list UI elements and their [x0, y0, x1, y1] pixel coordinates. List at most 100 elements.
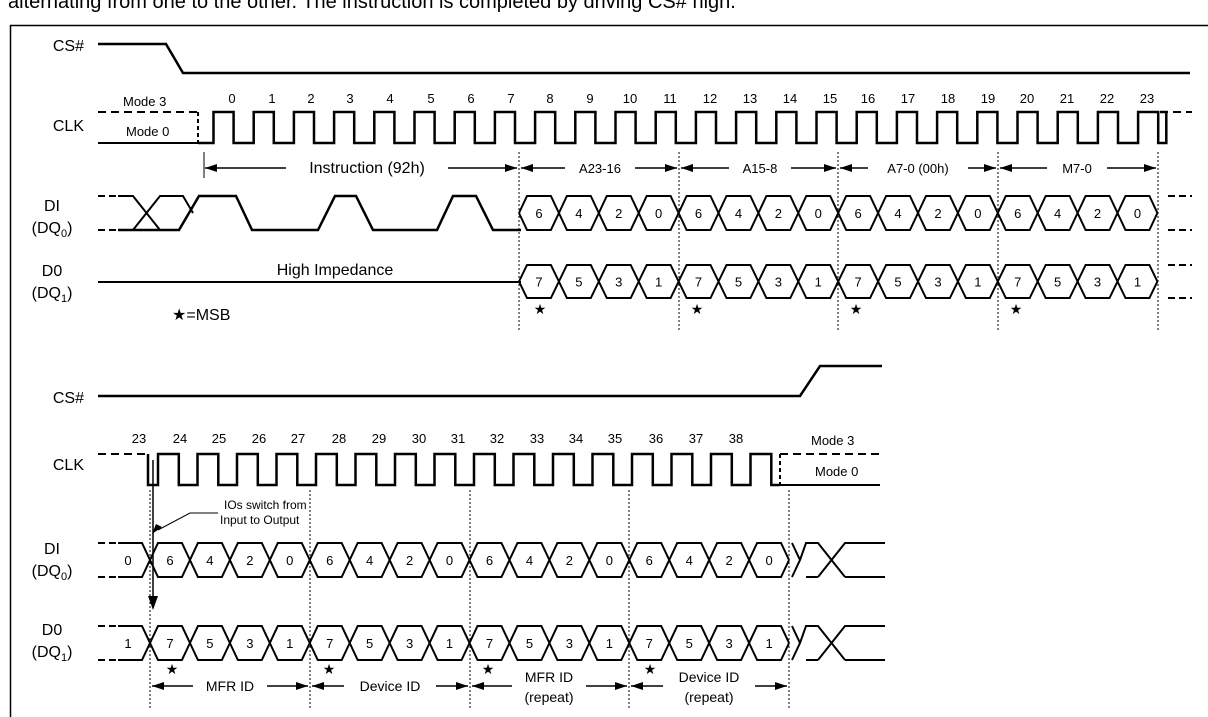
- bottom-segment-arrow-right: [615, 682, 627, 690]
- top-clock-number: 6: [467, 91, 474, 106]
- bottom-clock-number: 28: [332, 431, 346, 446]
- top-clk-pulses: [198, 110, 1168, 145]
- top-clock-number: 10: [623, 91, 637, 106]
- top-segment-label: A7-0 (00h): [887, 161, 948, 176]
- top-do-bit: 3: [1094, 275, 1101, 290]
- bottom-clock-number: 36: [649, 431, 663, 446]
- top-segment-arrow-left: [840, 164, 852, 172]
- top-di-bit: 4: [1054, 206, 1061, 221]
- bottom-do-bit: 5: [366, 636, 373, 651]
- top-clock-number: 2: [307, 91, 314, 106]
- top-segment-label: A15-8: [743, 161, 778, 176]
- top-clock-number: 5: [427, 91, 434, 106]
- bottom-segment-sublabel: (repeat): [684, 689, 733, 705]
- top-clock-number: 9: [586, 91, 593, 106]
- bottom-clock-number: 32: [490, 431, 504, 446]
- top-segment-arrow-right: [1144, 164, 1156, 172]
- bottom-segment-arrow-left: [631, 682, 643, 690]
- top-clock-number: 23: [1140, 91, 1154, 106]
- bottom-di-bit: 4: [526, 553, 533, 568]
- top-cs-waveform: [98, 42, 1190, 75]
- top-di-bit: 2: [1094, 206, 1101, 221]
- io-switch-label-line1: IOs switch from: [224, 498, 307, 512]
- top-clock-number: 0: [228, 91, 235, 106]
- io-switch-leader: [157, 512, 218, 531]
- bottom-segment-arrow-left: [472, 682, 484, 690]
- top-segment-arrow-left: [1000, 164, 1012, 172]
- top-clock-number: 11: [663, 91, 677, 106]
- intro-text: alternating from one to the other. The i…: [8, 0, 736, 13]
- top-cs-label: CS#: [53, 38, 84, 55]
- top-di-bit: 2: [615, 206, 622, 221]
- bottom-segment-arrow-right: [775, 682, 787, 690]
- bottom-clock-number: 38: [729, 431, 743, 446]
- top-clock-number: 22: [1100, 91, 1114, 106]
- top-segment-arrow-right: [824, 164, 836, 172]
- bottom-clk-waveform: [146, 452, 781, 487]
- bottom-di-bit: 6: [166, 553, 173, 568]
- top-do-bit: 5: [1054, 275, 1061, 290]
- top-di-instruction-waveform: [118, 194, 521, 232]
- bottom-do-dash-left: [98, 625, 118, 661]
- top-segment-arrow-left: [521, 164, 533, 172]
- top-segment-arrow-left: [205, 164, 217, 172]
- top-segment-arrow-right: [984, 164, 996, 172]
- top-clock-number: 17: [901, 91, 915, 106]
- bottom-do-bit: 3: [246, 636, 253, 651]
- bottom-do-bit: 7: [486, 636, 493, 651]
- bottom-di-bit: 0: [765, 553, 772, 568]
- top-do-bit: 7: [855, 275, 862, 290]
- top-segment-arrow-right: [665, 164, 677, 172]
- top-clock-number: 1: [268, 91, 275, 106]
- top-segment-arrow-right: [505, 164, 517, 172]
- bottom-segment-arrow-left: [312, 682, 324, 690]
- bottom-di-bit: 6: [486, 553, 493, 568]
- bottom-msb-stars: ★★★★: [166, 661, 657, 677]
- bottom-di-sub-label: (DQ0): [32, 563, 73, 583]
- bottom-clock-number: 33: [530, 431, 544, 446]
- bottom-clock-number: 23: [132, 431, 146, 446]
- top-do-cells: [518, 264, 1159, 299]
- bottom-di-label: DI: [44, 541, 60, 558]
- top-do-bit: 1: [815, 275, 822, 290]
- bottom-do-bit: 1: [124, 636, 131, 651]
- top-segment-label: Instruction (92h): [309, 160, 425, 177]
- top-guide-lines: [203, 152, 1159, 330]
- top-clk-waveform: [197, 110, 1168, 145]
- bottom-mode0-label: Mode 0: [815, 464, 858, 479]
- top-di-bit: 0: [655, 206, 662, 221]
- bottom-do-dont-care: [791, 625, 885, 661]
- top-di-dash-right: [1168, 195, 1192, 231]
- top-segment-label: M7-0: [1062, 161, 1092, 176]
- bottom-di-bit: 0: [446, 553, 453, 568]
- top-do-bit: 7: [695, 275, 702, 290]
- bottom-do-bit: 1: [286, 636, 293, 651]
- bottom-di-bit: 2: [246, 553, 253, 568]
- top-di-bit: 6: [1014, 206, 1021, 221]
- bottom-clock-number: 37: [689, 431, 703, 446]
- top-di-bit: 6: [855, 206, 862, 221]
- bottom-di-bit: 4: [206, 553, 213, 568]
- top-mode3-label: Mode 3: [123, 94, 166, 109]
- bottom-di-bit: 2: [726, 553, 733, 568]
- top-clock-number: 20: [1020, 91, 1034, 106]
- top-clock-number: 15: [823, 91, 837, 106]
- top-high-impedance-label: High Impedance: [277, 262, 394, 279]
- bottom-segment-arrow-right: [456, 682, 468, 690]
- top-do-bit: 5: [735, 275, 742, 290]
- top-clock-number: 14: [783, 91, 797, 106]
- top-msb-stars: ★★★★: [534, 301, 1023, 317]
- top-msb-legend: ★=MSB: [172, 307, 230, 324]
- bottom-do-bit: 1: [765, 636, 772, 651]
- io-switch-arrow-up: [152, 524, 162, 534]
- top-do-bit: 7: [535, 275, 542, 290]
- bottom-do-cells: [149, 625, 790, 661]
- bottom-do-bit: 5: [526, 636, 533, 651]
- frame-border: [9, 24, 1208, 717]
- top-do-bit: 3: [615, 275, 622, 290]
- bottom-di-bit: 6: [326, 553, 333, 568]
- msb-star: ★: [166, 661, 179, 677]
